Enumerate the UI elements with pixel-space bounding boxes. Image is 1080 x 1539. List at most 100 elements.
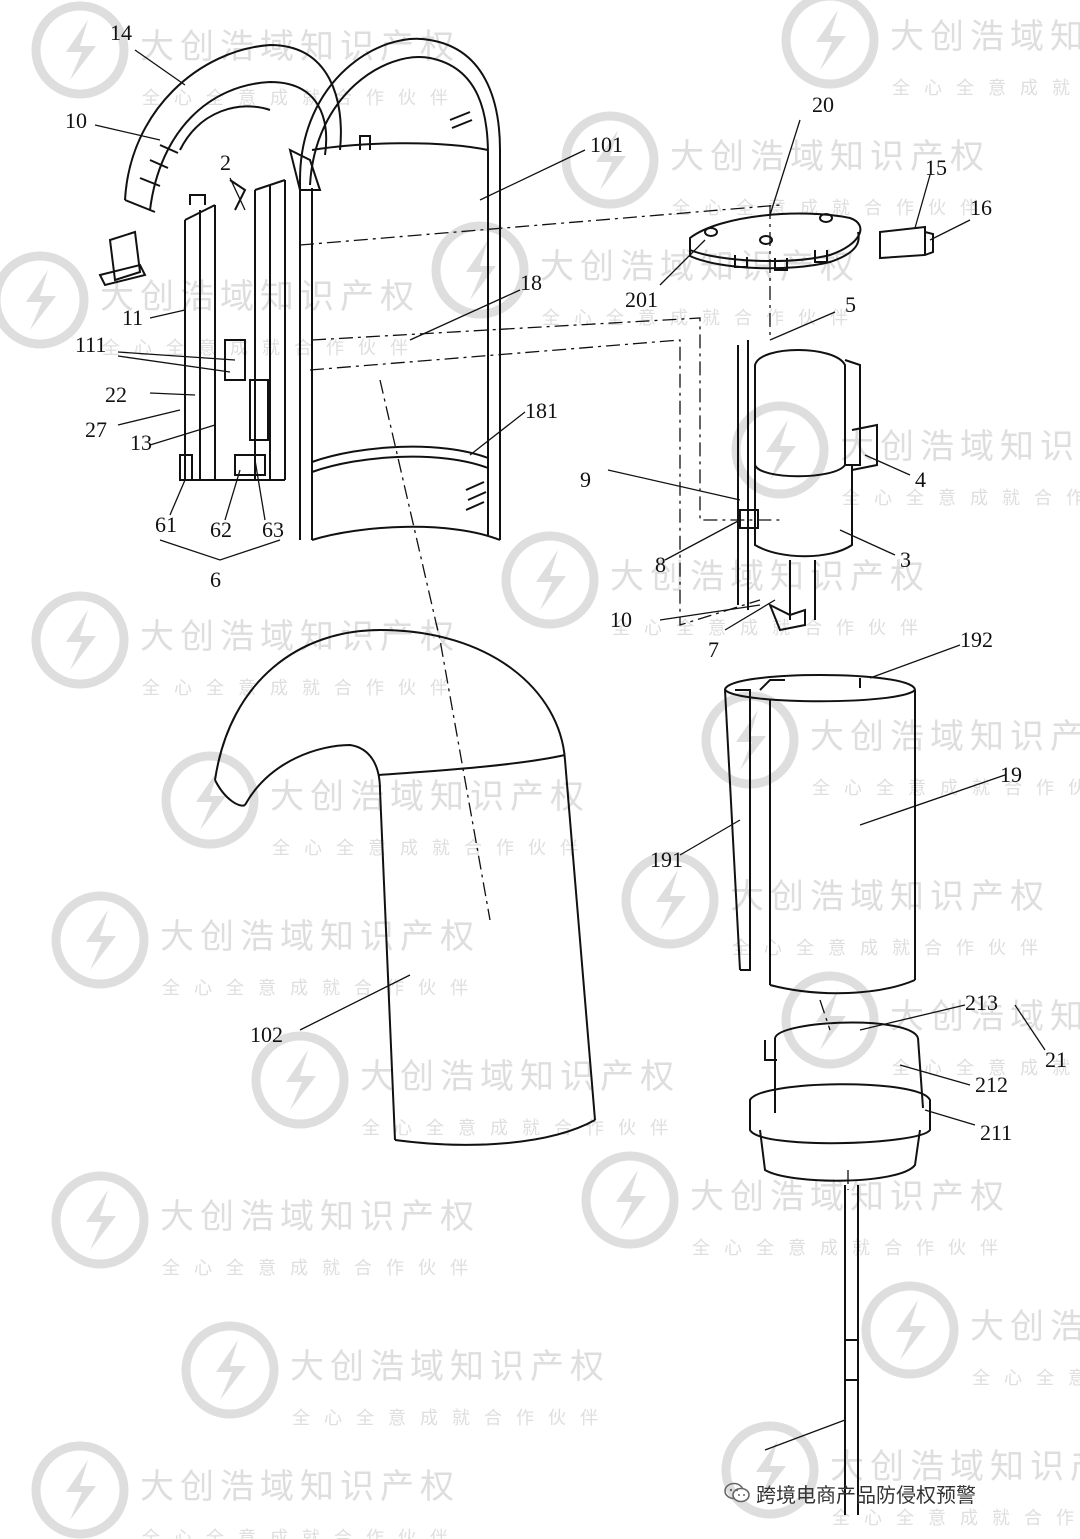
watermark-company: 大创浩域知识产权 xyxy=(690,1177,1010,1217)
footer-source: 跨境电商产品防侵权预警 xyxy=(724,1478,976,1508)
callout-63: 63 xyxy=(262,517,284,542)
callout-15: 15 xyxy=(925,155,947,180)
callout-2: 2 xyxy=(220,150,231,175)
callout-10: 10 xyxy=(65,108,87,133)
watermark-logo-icon xyxy=(561,111,659,209)
watermark-logo-icon xyxy=(861,1281,959,1379)
watermark-company: 大创浩域知识产权 xyxy=(290,1347,610,1387)
watermark-company: 大创浩域知识产权 xyxy=(160,917,480,957)
plate-20 xyxy=(689,212,862,271)
watermark-logo-icon xyxy=(31,1,129,99)
callout-20: 20 xyxy=(812,92,834,117)
watermark-company: 大创浩域知识产权 xyxy=(890,997,1080,1037)
watermark-slogan: 全心全意成就合作伙伴 xyxy=(142,1528,462,1539)
watermark-company: 大创浩域知识产权 xyxy=(100,277,420,317)
watermark-logo-icon xyxy=(721,1421,819,1519)
watermark-bolt-icon xyxy=(816,10,846,70)
callout-62: 62 xyxy=(210,517,232,542)
callout-6: 6 xyxy=(210,567,221,592)
watermark-slogan: 全心全意成就合作伙伴 xyxy=(362,1118,682,1139)
callout-4: 4 xyxy=(915,467,926,492)
rod xyxy=(844,1185,859,1515)
callout-5: 5 xyxy=(845,292,856,317)
watermark-bolt-icon xyxy=(86,910,116,970)
watermark-company: 大创浩域知识产权 xyxy=(890,17,1080,57)
watermark-company: 大创浩域知识产权 xyxy=(810,717,1080,757)
outer-housing-102 xyxy=(214,628,596,1146)
callout-9: 9 xyxy=(580,467,591,492)
watermark-slogan: 全心全意成就合作伙伴 xyxy=(732,938,1052,959)
watermark-slogan: 全心全意成就合作伙伴 xyxy=(972,1368,1080,1389)
watermark-slogan: 全心全意成就合作伙伴 xyxy=(612,618,932,639)
callout-21: 21 xyxy=(1045,1047,1067,1072)
callout-61: 61 xyxy=(155,512,177,537)
callout-212: 212 xyxy=(975,1072,1008,1097)
watermark-bolt-icon xyxy=(216,1340,246,1400)
callout-22: 22 xyxy=(105,382,127,407)
callout-7: 7 xyxy=(708,637,719,662)
watermark-slogan: 全心全意成就合作伙伴 xyxy=(102,338,422,359)
watermark-company: 大创浩域知识产权 xyxy=(610,557,930,597)
watermark-bolt-icon xyxy=(616,1170,646,1230)
line-art xyxy=(94,37,1046,1515)
watermark-slogan: 全心全意成就合作伙伴 xyxy=(842,488,1080,509)
watermark-logo-icon xyxy=(251,1031,349,1129)
watermark-company: 大创浩域知识产权 xyxy=(270,777,590,817)
watermark-company: 大创浩域知识产权 xyxy=(670,137,990,177)
callout-3: 3 xyxy=(900,547,911,572)
cover-arch-10 xyxy=(124,43,342,213)
watermark-logo-icon xyxy=(51,1171,149,1269)
callout-181: 181 xyxy=(525,398,558,423)
watermark-logo-icon xyxy=(581,1151,679,1249)
leader-lines xyxy=(94,49,1046,1451)
callout-191: 191 xyxy=(650,847,683,872)
watermark-company: 大创浩域知识产权 xyxy=(970,1307,1080,1347)
watermark-company: 大创浩域知识产权 xyxy=(730,877,1050,917)
callout-213: 213 xyxy=(965,990,998,1015)
callout-13: 13 xyxy=(130,430,152,455)
watermark-bolt-icon xyxy=(86,1190,116,1250)
callout-101: 101 xyxy=(590,132,623,157)
watermark-bolt-icon xyxy=(66,610,96,670)
sleeve-19 xyxy=(724,674,916,995)
watermark-slogan: 全心全意成就合作伙伴 xyxy=(812,778,1080,799)
watermark-company: 大创浩域知识产权 xyxy=(830,1447,1080,1487)
watermark-logo-icon xyxy=(161,751,259,849)
callout-16: 16 xyxy=(970,195,992,220)
callout-211: 211 xyxy=(980,1120,1012,1145)
watermark-bolt-icon xyxy=(66,1460,96,1520)
watermark-slogan: 全心全意成就合作伙伴 xyxy=(292,1408,612,1429)
watermark-company: 大创浩域知识产权 xyxy=(160,1197,480,1237)
watermark-logo-icon xyxy=(0,251,89,349)
watermark-bolt-icon xyxy=(656,870,686,930)
watermark-logo-icon xyxy=(181,1321,279,1419)
wechat-icon xyxy=(724,1482,750,1504)
base-21 xyxy=(749,1021,931,1182)
watermark-bolt-icon xyxy=(196,770,226,830)
callout-27: 27 xyxy=(85,417,107,442)
callout-11: 11 xyxy=(122,305,143,330)
callout-102: 102 xyxy=(250,1022,283,1047)
watermark-logo-icon xyxy=(621,851,719,949)
watermark-bolt-icon xyxy=(536,550,566,610)
watermark-bolt-icon xyxy=(756,1440,786,1500)
watermark-company: 大创浩域知识产权 xyxy=(840,427,1080,467)
callout-19: 19 xyxy=(1000,762,1022,787)
watermark-bolt-icon xyxy=(26,270,56,330)
